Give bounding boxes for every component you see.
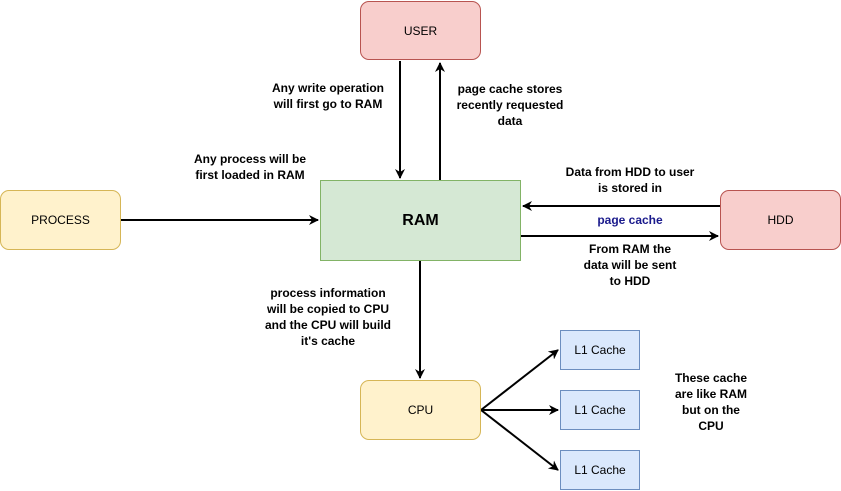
arrow-cpu-to-l1-top <box>480 349 559 411</box>
process-node: PROCESS <box>0 190 121 250</box>
cpu-node: CPU <box>360 380 481 440</box>
label-process-loaded: Any process will be first loaded in RAM <box>193 152 307 182</box>
label-hdd-to-user-text: Data from HDD to user is stored in <box>565 165 695 195</box>
l1-cache-node-2: L1 Cache <box>560 390 640 430</box>
user-node: USER <box>360 1 481 60</box>
label-write-to-ram: Any write operation will first go to RAM <box>271 81 384 111</box>
arrow-cpu-to-l1-bottom <box>480 409 559 471</box>
label-cache-note: These cache are like RAM but on the CPU <box>674 371 748 433</box>
hdd-node: HDD <box>720 190 841 250</box>
label-hdd-to-user: Data from HDD to user is stored in page … <box>540 148 720 228</box>
l1-cache-node-3: L1 Cache <box>560 450 640 490</box>
ram-node: RAM <box>320 180 521 261</box>
label-process-to-cpu: process information will be copied to CP… <box>265 286 391 348</box>
label-page-cache-highlight: page cache <box>597 213 663 227</box>
label-ram-to-hdd: From RAM the data will be sent to HDD <box>583 242 677 288</box>
l1-cache-node-1: L1 Cache <box>560 330 640 370</box>
label-page-cache-stores: page cache stores recently requested dat… <box>456 82 564 128</box>
